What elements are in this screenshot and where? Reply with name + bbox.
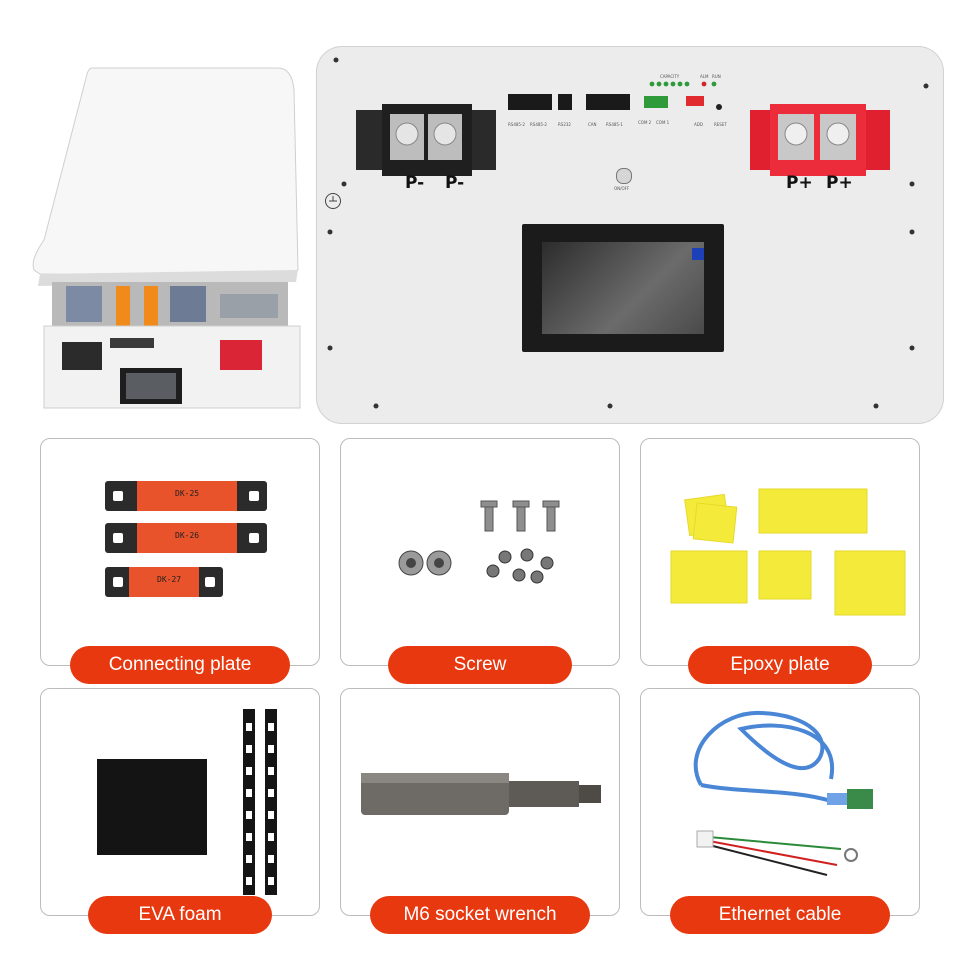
positive-terminal-label: P+	[786, 173, 813, 193]
accessory-card-socket-wrench: M6 socket wrench	[340, 688, 620, 934]
switch-label: COM 2	[638, 120, 652, 125]
epoxy-plate-image	[670, 488, 906, 616]
positive-terminal-block	[750, 104, 890, 176]
screw-image	[398, 500, 560, 584]
accessory-label: Screw	[388, 646, 572, 684]
accessory-card-connecting-plate: DK-25 DK-26 DK-27 Connecting plate	[40, 438, 320, 684]
battery-front-panel: P- P- P+ P+ RS485-2 RS485-2 RS232 CAN RS…	[316, 46, 944, 424]
ethernet-cable-image	[693, 710, 873, 876]
lcd-display	[522, 224, 724, 352]
plate-mark: DK-26	[175, 531, 200, 540]
port-label: RS485-2	[508, 122, 525, 127]
negative-terminal-block	[356, 104, 496, 176]
mounting-holes	[327, 57, 929, 409]
can-port	[586, 94, 630, 110]
eva-foam-image	[97, 709, 277, 895]
rs485-port	[508, 94, 552, 110]
ground-symbol-icon	[325, 193, 341, 209]
switch-label: ADD	[694, 122, 703, 127]
port-label: RS485-2	[530, 122, 547, 127]
accessory-card-ethernet-cable: Ethernet cable	[640, 688, 920, 934]
port-label: RS485-1	[606, 122, 623, 127]
switch-label: RESET	[714, 122, 727, 127]
plate-mark: DK-27	[157, 575, 182, 584]
positive-terminal-label: P+	[826, 173, 853, 193]
power-button-label: ON/OFF	[614, 186, 630, 191]
reset-button[interactable]	[716, 104, 722, 110]
power-button[interactable]	[616, 168, 632, 184]
battery-box-image	[30, 60, 310, 420]
accessory-card-screw: Screw	[340, 438, 620, 684]
connecting-plate-image	[105, 481, 267, 597]
rs232-port	[558, 94, 572, 110]
plate-mark: DK-25	[175, 489, 200, 498]
indicator-label: CAPACITY	[660, 74, 680, 79]
accessory-label: Connecting plate	[70, 646, 290, 684]
accessory-label: M6 socket wrench	[370, 896, 590, 934]
accessory-label: Ethernet cable	[670, 896, 890, 934]
negative-terminal-label: P-	[405, 173, 425, 193]
capacity-led-row	[649, 81, 717, 87]
indicator-label: RUN	[712, 74, 721, 79]
indicator-label: ALM	[700, 74, 709, 79]
accessory-card-epoxy-plate: Epoxy plate	[640, 438, 920, 684]
accessory-label: Epoxy plate	[688, 646, 872, 684]
port-label: CAN	[588, 122, 597, 127]
address-dip-switch	[686, 96, 704, 106]
accessory-label: EVA foam	[88, 896, 272, 934]
dry-contact-connector	[644, 96, 668, 108]
port-label: RS232	[558, 122, 571, 127]
socket-wrench-image	[361, 773, 601, 815]
switch-label: COM 1	[656, 120, 670, 125]
accessory-card-eva-foam: EVA foam	[40, 688, 320, 934]
negative-terminal-label: P-	[445, 173, 465, 193]
